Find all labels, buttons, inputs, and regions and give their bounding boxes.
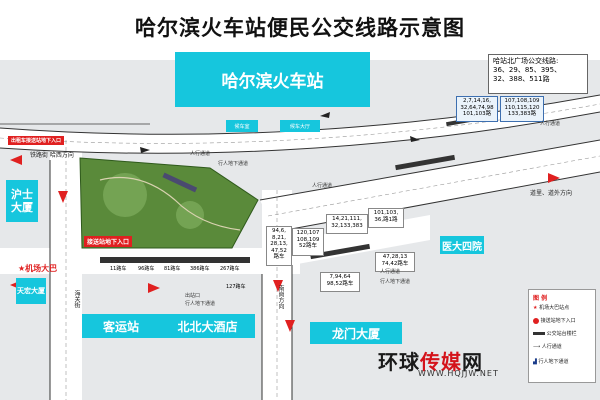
stop-11: 11路车 xyxy=(110,266,127,272)
underpass-label-1: 行人地下通道 xyxy=(218,161,249,167)
route-box-header: 哈站北广场公交线路: xyxy=(493,57,559,65)
keyun-building: 客运站 xyxy=(82,314,160,338)
page-title: 哈尔滨火车站便民公交线路示意图 xyxy=(135,16,465,40)
waiting-room: 候车室 xyxy=(226,120,258,132)
tianhong-building: 天宏大厦 xyxy=(16,278,46,304)
bus-box-bottom1: 7,94,64 98,52路车 xyxy=(320,272,360,292)
watermark-logo: 环球传媒网 xyxy=(378,350,483,374)
road-label-tielu: 铁路街 哈西方向 xyxy=(30,152,74,159)
yida-hospital-building: 医大四院 xyxy=(440,236,484,254)
stairs-icon: ▟ xyxy=(533,359,537,365)
road-diagonal-right xyxy=(260,140,600,232)
road-label-nangang: 南岗方向 xyxy=(277,285,284,309)
harbin-station-building: 哈尔滨火车站 xyxy=(175,52,370,107)
road-label-daoli: 道里、道外方向 xyxy=(530,190,573,197)
shuttle-underground-entry: 接送站地下入口 xyxy=(84,236,133,247)
bus-box-left2: 94,6, 8,21, 28,13, 47,52 路车 xyxy=(266,226,292,266)
legend-item-entry: 接送站地下入口 xyxy=(533,317,576,324)
road-top xyxy=(0,95,600,154)
star-icon: ★ xyxy=(18,264,26,273)
watermark-url: WWW.HQJJW.NET xyxy=(418,369,499,378)
bus-box-right1: 47,28,13 74,42路车 xyxy=(375,252,415,272)
legend-item-pedestrian: ⟶ 人行通道 xyxy=(533,344,562,350)
bus-box-mid2: 101,103, 36,路1路 xyxy=(368,208,404,228)
waiting-hall: 候车大厅 xyxy=(280,120,320,132)
stop-81: 81路车 xyxy=(164,266,181,272)
stop-96: 96路车 xyxy=(138,266,155,272)
bus-platform-mid xyxy=(310,243,371,260)
underpass-label-3: 行人地下通道 xyxy=(380,279,411,285)
stop-386: 386路车 xyxy=(190,266,210,272)
pedestrian-label-right: 人行通道 xyxy=(380,269,401,275)
legend: 图 例 ★ 机场大巴站点 接送站地下入口 公交站台楼栏 ⟶ 人行通道 ▟ 行人地… xyxy=(528,289,596,383)
bus-box-mid1: 14,21,111, 32,133,383 xyxy=(326,214,368,234)
red-dot-icon xyxy=(533,317,539,324)
arrow-icon: ⟶ xyxy=(533,344,541,350)
legend-title: 图 例 xyxy=(533,295,548,302)
legend-item-platform: 公交站台楼栏 xyxy=(533,330,577,337)
platform-icon xyxy=(533,332,545,335)
north-square-route-box: 哈站北广场公交线路: 36、29、85、395、 32、388、511路 xyxy=(488,54,588,94)
bus-box-left1: 120,107 108,109 52路车 xyxy=(292,228,324,256)
stop-127: 127路车 xyxy=(226,284,246,290)
airport-bus-stop: ★机场大巴 xyxy=(18,264,58,273)
pedestrian-label-nw: 人行通道 xyxy=(190,151,211,157)
legend-item-underpass: ▟ 行人地下通道 xyxy=(533,359,569,365)
longmen-building: 龙门大厦 xyxy=(310,322,402,344)
legend-item-airport: ★ 机场大巴站点 xyxy=(533,305,570,311)
bus-box-top2: 107,108,109 110,115,120 133,383路 xyxy=(500,96,544,122)
stop-267: 267路车 xyxy=(220,266,240,272)
bus-box-top1: 2,7,14,16, 32,64,74,98 101,103路 xyxy=(456,96,498,122)
hushi-building: 沪士大厦 xyxy=(6,180,38,222)
beibei-hotel-building: 北北大酒店 xyxy=(160,314,255,338)
pedestrian-label-mid: 人行通道 xyxy=(312,183,333,189)
star-icon: ★ xyxy=(533,305,538,311)
taxi-underground-entry: 出租车接送站地下入口 xyxy=(8,136,65,145)
route-box-line1: 36、29、85、395、 xyxy=(493,66,562,74)
pedestrian-label-top: 人行通道 xyxy=(540,121,561,127)
bus-platform-bottom xyxy=(100,257,250,263)
road-label-haiguan: 海关街 xyxy=(73,290,80,308)
exit-entry-label: 出站口 xyxy=(185,293,201,299)
underpass-label-2: 行人地下通道 xyxy=(185,301,216,307)
route-box-line2: 32、388、511路 xyxy=(493,75,550,83)
